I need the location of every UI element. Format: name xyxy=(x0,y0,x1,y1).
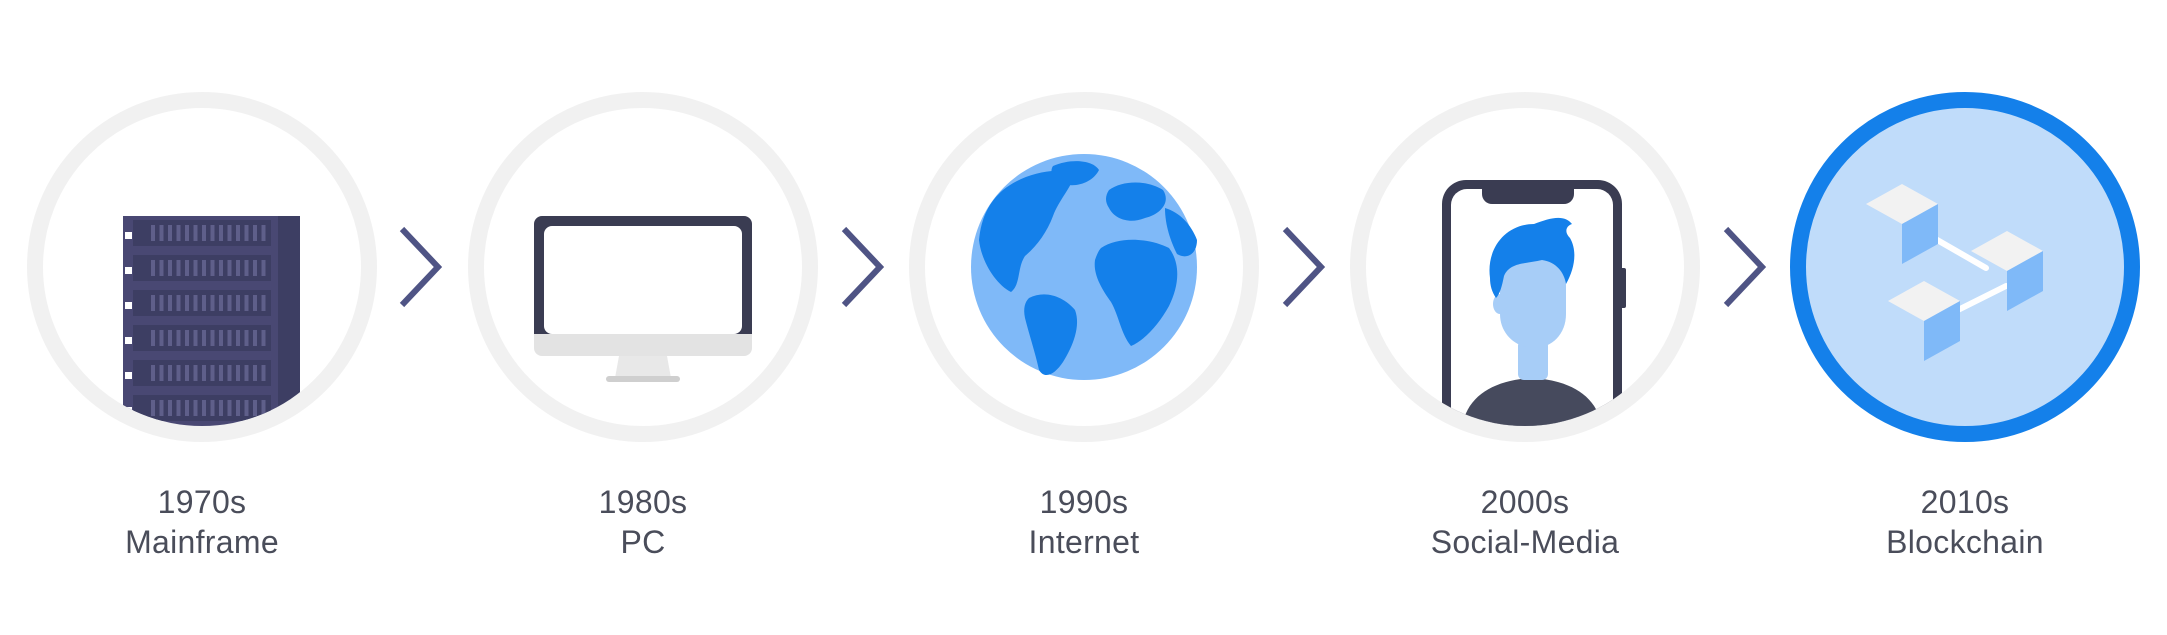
era-year: 2000s xyxy=(1480,484,1570,520)
smartphone-profile-icon xyxy=(1442,180,1626,426)
era-label: Blockchain xyxy=(1886,524,2044,560)
era-year: 2010s xyxy=(1920,484,2010,520)
era-label: PC xyxy=(620,524,666,560)
era-label: Social-Media xyxy=(1430,524,1620,560)
chevron-right-icon xyxy=(1723,226,1767,308)
server-rack-icon xyxy=(123,216,300,426)
era-circle xyxy=(1350,92,1700,442)
blockchain-blocks-icon xyxy=(1866,184,2043,361)
era-year: 1990s xyxy=(1039,484,1129,520)
chevron-right-icon xyxy=(1282,226,1326,308)
globe-icon xyxy=(971,154,1197,380)
chevron-right-icon xyxy=(399,226,443,308)
era-label: Internet xyxy=(1028,524,1140,560)
era-circle xyxy=(27,92,377,442)
era-circle xyxy=(909,92,1259,442)
era-year: 1970s xyxy=(157,484,247,520)
desktop-monitor-icon xyxy=(534,216,752,382)
era-label: Mainframe xyxy=(125,524,279,560)
era-circle xyxy=(468,92,818,442)
era-year: 1980s xyxy=(598,484,688,520)
chevron-right-icon xyxy=(841,226,885,308)
era-circle-highlighted xyxy=(1790,92,2140,442)
